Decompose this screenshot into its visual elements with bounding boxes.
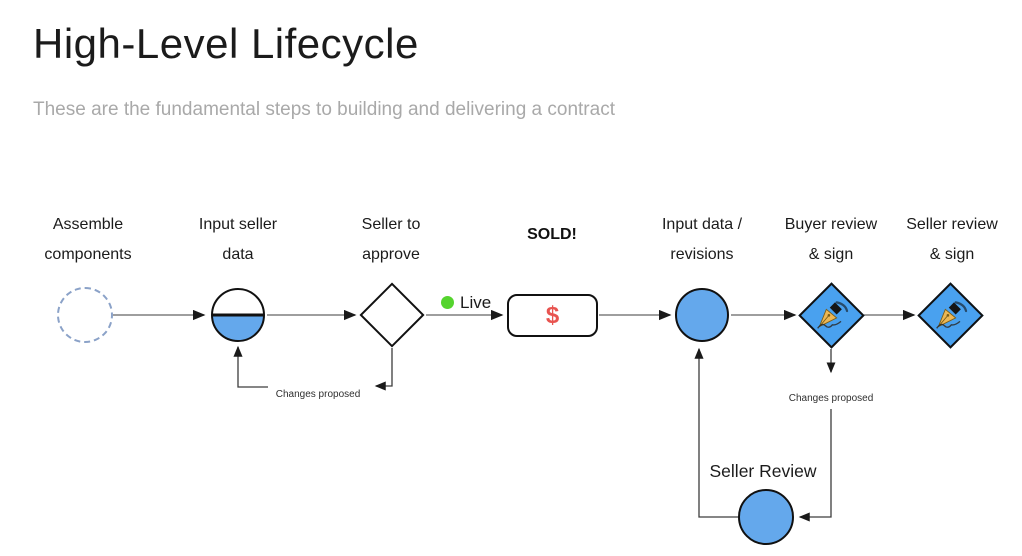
label-input-data-revisions: Input data / revisions xyxy=(661,216,743,263)
feedback-into-input-circle xyxy=(233,345,268,388)
feedback-seller-review-up-to-revisions xyxy=(694,347,738,518)
live-status-dot xyxy=(441,296,454,309)
seller-review-label: Seller Review xyxy=(709,461,817,481)
node-sold-box: $ xyxy=(507,294,598,337)
page-subtitle: These are the fundamental steps to build… xyxy=(33,99,615,120)
label-seller-review-sign: Seller review & sign xyxy=(906,216,998,263)
node-seller-review-circle xyxy=(738,489,794,545)
fountain-pen-icon xyxy=(936,300,968,329)
changes-proposed-label-2: Changes proposed xyxy=(788,393,874,404)
feedback-down-into-seller-review xyxy=(798,409,832,522)
node-seller-sign-diamond xyxy=(917,282,984,349)
node-revisions-circle xyxy=(675,288,729,342)
fountain-pen-icon xyxy=(817,300,849,329)
page-title: High-Level Lifecycle xyxy=(33,20,419,67)
label-seller-to-approve: Seller to approve xyxy=(361,216,421,263)
live-label: Live xyxy=(460,293,492,312)
dollar-icon: $ xyxy=(545,301,560,329)
changes-proposed-label-1: Changes proposed xyxy=(275,389,361,400)
label-sold: SOLD! xyxy=(527,226,577,243)
label-buyer-review-sign: Buyer review & sign xyxy=(784,216,878,263)
node-input-seller-half-circle xyxy=(211,288,265,342)
label-assemble-components: Assemble components xyxy=(44,216,132,263)
node-assemble-dashed-circle xyxy=(57,287,113,343)
node-buyer-sign-diamond xyxy=(798,282,865,349)
label-input-seller-data: Input seller data xyxy=(198,216,278,263)
feedback-approve-down-left xyxy=(374,348,393,391)
